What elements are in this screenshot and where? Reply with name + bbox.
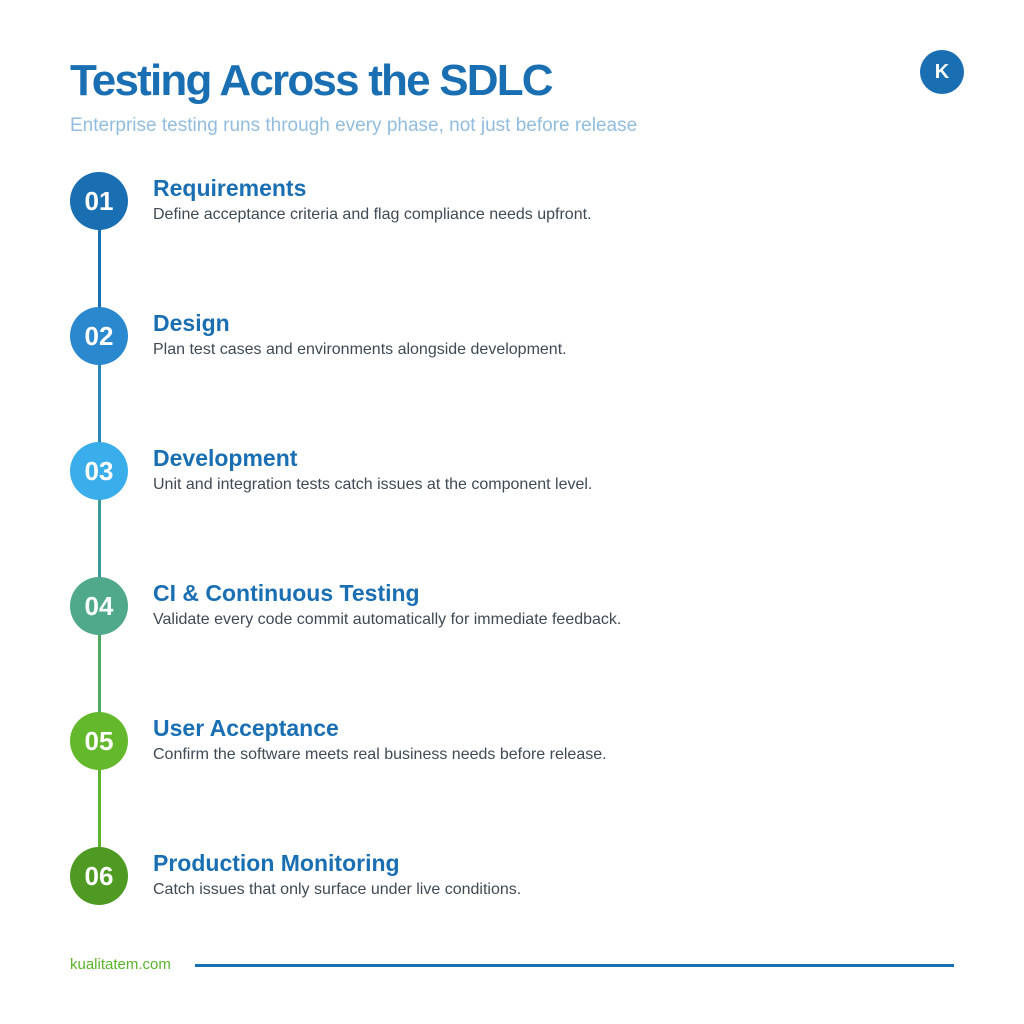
step-description: Catch issues that only surface under liv…	[153, 881, 522, 898]
timeline-step-requirements: 01 Requirements Define acceptance criter…	[0, 172, 1024, 232]
step-title: Development	[153, 445, 298, 471]
step-description: Validate every code commit automatically…	[153, 611, 622, 628]
page-subtitle: Enterprise testing runs through every ph…	[70, 115, 638, 136]
step-title: Requirements	[153, 175, 307, 201]
step-description: Unit and integration tests catch issues …	[153, 476, 593, 493]
brand-logo: K	[920, 50, 964, 94]
step-title: CI & Continuous Testing	[153, 580, 420, 606]
step-title: Production Monitoring	[153, 850, 400, 876]
step-number-badge: 03	[70, 442, 128, 500]
step-number-badge: 04	[70, 577, 128, 635]
footer-divider	[195, 964, 954, 967]
timeline-connector	[98, 634, 101, 714]
step-description: Plan test cases and environments alongsi…	[153, 341, 567, 358]
timeline-step-design: 02 Design Plan test cases and environmen…	[0, 307, 1024, 367]
timeline-connector	[98, 769, 101, 849]
step-number-badge: 06	[70, 847, 128, 905]
step-description: Define acceptance criteria and flag comp…	[153, 206, 592, 223]
timeline-connector	[98, 364, 101, 444]
timeline-step-production-monitoring: 06 Production Monitoring Catch issues th…	[0, 847, 1024, 907]
step-number-badge: 05	[70, 712, 128, 770]
step-title: Design	[153, 310, 230, 336]
page-title: Testing Across the SDLC	[70, 56, 554, 105]
timeline-step-user-acceptance: 05 User Acceptance Confirm the software …	[0, 712, 1024, 772]
timeline-step-development: 03 Development Unit and integration test…	[0, 442, 1024, 502]
step-title: User Acceptance	[153, 715, 339, 741]
step-number-badge: 02	[70, 307, 128, 365]
timeline-step-ci-continuous-testing: 04 CI & Continuous Testing Validate ever…	[0, 577, 1024, 637]
timeline-connector	[98, 499, 101, 579]
timeline-connector	[98, 229, 101, 309]
footer-website: kualitatem.com	[70, 956, 171, 973]
step-number-badge: 01	[70, 172, 128, 230]
step-description: Confirm the software meets real business…	[153, 746, 607, 763]
